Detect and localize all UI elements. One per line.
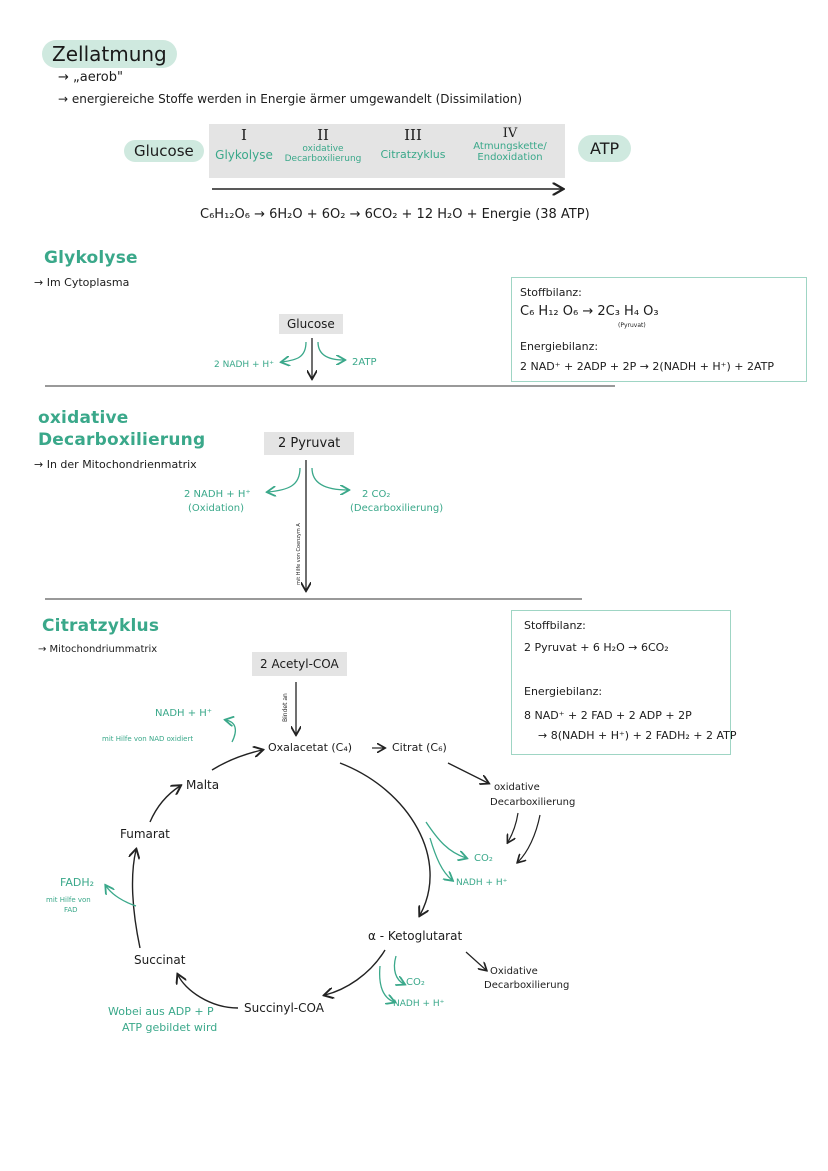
section-title-oxdecarb-1: oxidative bbox=[38, 408, 129, 428]
section-title-oxdecarb-2: Decarboxilierung bbox=[38, 430, 206, 450]
stoff-label: Stoffbilanz: bbox=[520, 286, 582, 299]
succinat: Succinat bbox=[134, 953, 186, 967]
nadh-top-note: mit Hilfe von NAD oxidiert bbox=[102, 735, 194, 743]
stage-num: I bbox=[241, 126, 247, 144]
succinyl-coa: Succinyl-COA bbox=[244, 1001, 324, 1015]
oxalacetat: Oxalacetat (C₄) bbox=[268, 741, 353, 754]
energie-label: Energiebilanz: bbox=[524, 685, 603, 698]
oxdecarb-right-1: 2 CO₂ bbox=[362, 489, 391, 500]
atp-note-1: Wobei aus ADP + P bbox=[108, 1005, 214, 1018]
stage-name: Glykolyse bbox=[215, 148, 273, 162]
nadh-a: NADH + H⁺ bbox=[456, 878, 508, 888]
stoff-eq: 2 Pyruvat + 6 H₂O → 6CO₂ bbox=[524, 641, 669, 654]
oxdecarb-left-2: (Oxidation) bbox=[188, 503, 245, 514]
nadh-b: NADH + H⁺ bbox=[393, 999, 445, 1009]
stages-band bbox=[209, 124, 565, 178]
energie-eq: 2 NAD⁺ + 2ADP + 2P → 2(NADH + H⁺) + 2ATP bbox=[520, 360, 775, 373]
citrat: Citrat (C₆) bbox=[392, 741, 447, 754]
co2-b: CO₂ bbox=[406, 977, 425, 988]
stoff-note: (Pyruvat) bbox=[618, 322, 646, 329]
citrat-location: → Mitochondriummatrix bbox=[38, 644, 158, 655]
stoff-label: Stoffbilanz: bbox=[524, 619, 586, 632]
oxdecarb-right-2: (Decarboxilierung) bbox=[350, 503, 444, 514]
citrat-bilanz-box: Stoffbilanz: 2 Pyruvat + 6 H₂O → 6CO₂ En… bbox=[511, 610, 737, 755]
energie-eq-2: → 8(NADH + H⁺) + 2 FADH₂ + 2 ATP bbox=[538, 729, 737, 742]
glykolyse-right: 2ATP bbox=[352, 357, 377, 368]
glykolyse-node: Glucose bbox=[279, 314, 343, 334]
stage-num: II bbox=[317, 126, 329, 144]
stage-name: Atmungskette/ Endoxidation bbox=[473, 141, 547, 163]
energie-eq-1: 8 NAD⁺ + 2 FAD + 2 ADP + 2P bbox=[524, 709, 692, 722]
glykolyse-bilanz-box: Stoffbilanz: C₆ H₁₂ O₆ → 2C₃ H₄ O₃ (Pyru… bbox=[511, 277, 807, 382]
citrat-node: 2 Acetyl-COA bbox=[252, 652, 347, 676]
overview-start: Glucose bbox=[124, 140, 204, 162]
oxdecarb-left-1: 2 NADH + H⁺ bbox=[184, 489, 251, 500]
malta: Malta bbox=[186, 778, 220, 792]
stage-1: I Glykolyse bbox=[213, 126, 275, 162]
stage-3: III Citratzyklus bbox=[375, 126, 451, 161]
section-title-citrat: Citratzyklus bbox=[42, 616, 160, 636]
stage-num: III bbox=[404, 126, 422, 144]
overview-end: ATP bbox=[578, 135, 632, 162]
overview-equation: C₆H₁₂O₆ → 6H₂O + 6O₂ → 6CO₂ + 12 H₂O + E… bbox=[200, 207, 590, 222]
stage-4: IV Atmungskette/ Endoxidation bbox=[462, 126, 558, 163]
fadh2-note-1: mit Hilfe von bbox=[46, 896, 91, 904]
oxdecarb-location: → In der Mitochondrienmatrix bbox=[34, 458, 197, 471]
oxd1-line-1: oxidative bbox=[494, 782, 540, 793]
fadh2-note-2: FAD bbox=[64, 906, 78, 914]
page-title: Zellatmung bbox=[42, 40, 177, 68]
stage-name: Citratzyklus bbox=[380, 148, 446, 161]
glykolyse-left: 2 NADH + H⁺ bbox=[214, 360, 274, 370]
atp-note-2: ATP gebildet wird bbox=[122, 1021, 218, 1034]
oxd2-line-2: Decarboxilierung bbox=[484, 980, 570, 991]
oxd1-line-2: Decarboxilierung bbox=[490, 797, 576, 808]
stoff-eq: C₆ H₁₂ O₆ → 2C₃ H₄ O₃ bbox=[520, 304, 659, 319]
fadh2: FADH₂ bbox=[60, 876, 94, 889]
ketoglutarat: α - Ketoglutarat bbox=[368, 929, 463, 943]
oxd2-line-1: Oxidative bbox=[490, 966, 538, 977]
nadh-top: NADH + H⁺ bbox=[155, 708, 213, 719]
intro-line-2: → energiereiche Stoffe werden in Energie… bbox=[58, 92, 523, 106]
fumarat: Fumarat bbox=[120, 827, 170, 841]
section-title-glykolyse: Glykolyse bbox=[44, 248, 138, 268]
co2-a: CO₂ bbox=[474, 853, 493, 864]
oxdecarb-node: 2 Pyruvat bbox=[264, 432, 355, 455]
bindet-note: Bindet an bbox=[282, 693, 289, 722]
stage-name: oxidative Decarboxilierung bbox=[284, 144, 362, 164]
intro-line-1: → „aerob" bbox=[58, 70, 123, 85]
oxdecarb-arrow-note: mit Hilfe von Coenzym A bbox=[296, 523, 302, 585]
stage-2: II oxidative Decarboxilierung bbox=[280, 126, 366, 164]
energie-label: Energiebilanz: bbox=[520, 340, 599, 353]
glykolyse-location: → Im Cytoplasma bbox=[34, 276, 130, 289]
stage-num: IV bbox=[502, 126, 518, 141]
